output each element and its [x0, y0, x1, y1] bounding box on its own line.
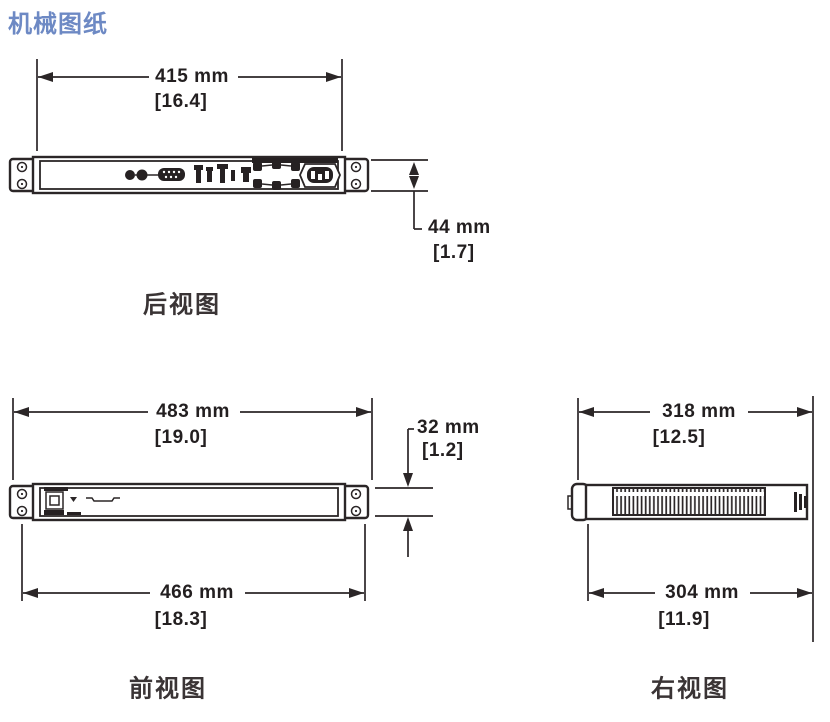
- rear-width-mm: 415 mm: [155, 66, 229, 87]
- front-view-label: 前视图: [129, 675, 207, 703]
- right-body-depth-mm: 304 mm: [665, 582, 739, 603]
- rear-right-ear: [341, 157, 370, 193]
- front-screw-hole: [350, 488, 362, 500]
- dim-right-body-depth: [587, 524, 812, 601]
- right-view-label: 右视图: [651, 675, 729, 703]
- front-panel-recess: [39, 487, 339, 517]
- rear-height-in: [1.7]: [433, 242, 475, 263]
- right-depth-mm: 318 mm: [662, 401, 736, 422]
- rear-screw-hole: [16, 161, 28, 173]
- rear-serial-port-icon: [158, 168, 185, 181]
- dim-rear-height: [371, 159, 428, 230]
- rear-terminal-connectors-icon: [194, 164, 251, 183]
- dim-front-width: [12, 398, 373, 480]
- right-depth-in: [12.5]: [652, 427, 706, 448]
- front-screw-hole: [350, 505, 362, 517]
- dim-front-panel-height: [375, 428, 433, 557]
- rear-screw-hole: [350, 161, 362, 173]
- front-mount-width-in: [18.3]: [154, 609, 208, 630]
- right-vent-grille: [612, 487, 766, 516]
- front-panel-height-mm: 32 mm: [417, 417, 480, 438]
- rear-antenna-connectors-icon: [125, 169, 159, 181]
- right-rear-edge-detail: [794, 492, 806, 512]
- rear-screw-hole: [16, 178, 28, 190]
- rear-io-cluster-icon: [252, 158, 338, 190]
- rear-width-in: [16.4]: [154, 91, 208, 112]
- front-left-ear: [8, 484, 37, 520]
- front-view-drawing: [8, 482, 370, 522]
- dim-rear-width: [36, 59, 343, 151]
- front-screw-hole: [16, 505, 28, 517]
- rear-height-mm: 44 mm: [428, 217, 491, 238]
- page-title: 机械图纸: [8, 11, 108, 38]
- front-panel-controls-icon: [44, 487, 120, 515]
- front-right-ear: [341, 484, 370, 520]
- dim-front-mount-width: [21, 524, 366, 601]
- rear-screw-hole: [350, 178, 362, 190]
- rear-power-inlet-icon: [299, 163, 341, 188]
- front-width-mm: 483 mm: [156, 401, 230, 422]
- dim-right-depth: [577, 396, 814, 642]
- front-panel-height-in: [1.2]: [422, 440, 464, 461]
- rear-view-label: 后视图: [143, 291, 221, 319]
- rear-view-drawing: [8, 155, 370, 195]
- rear-left-ear: [8, 157, 37, 193]
- right-view-drawing: [567, 482, 809, 522]
- right-body-depth-in: [11.9]: [658, 609, 710, 630]
- front-mount-width-mm: 466 mm: [160, 582, 234, 603]
- front-screw-hole: [16, 488, 28, 500]
- front-width-in: [19.0]: [154, 427, 208, 448]
